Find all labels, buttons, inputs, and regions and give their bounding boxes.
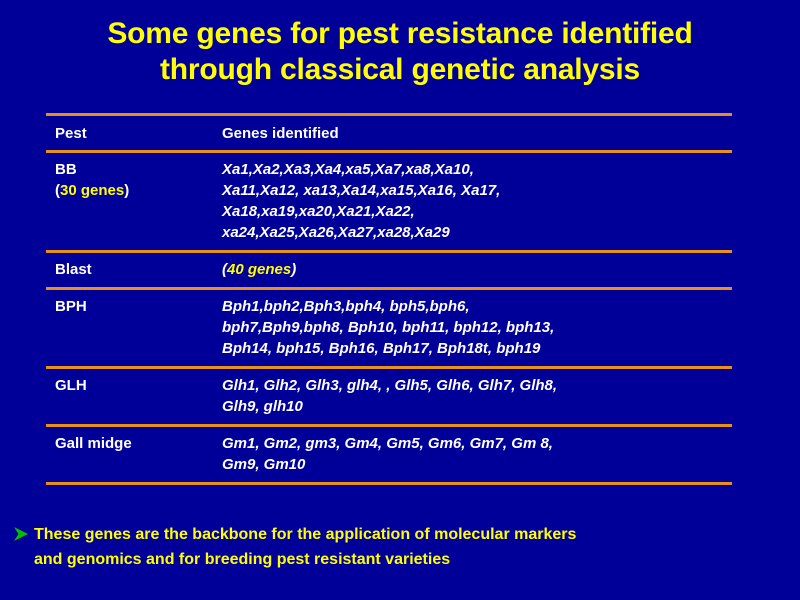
- table-row: BB (30 genes) Xa1,Xa2,Xa3,Xa4,xa5,Xa7,xa8…: [46, 153, 732, 250]
- pest-note-open-bb: (: [55, 182, 60, 199]
- table-rule-above-blast: [46, 250, 732, 253]
- table-header-row: Pest Genes identified: [46, 116, 732, 150]
- cell-genes-gall-midge: Gm1, Gm2, gm3, Gm4, Gm5, Gm6, Gm7, Gm 8,…: [222, 435, 553, 473]
- table-rule-bottom: [46, 482, 732, 485]
- cell-pest-glh: GLH: [55, 377, 87, 394]
- genes-note-blast: 40 genes: [227, 261, 292, 278]
- table-rule-above-gall-midge: [46, 424, 732, 427]
- footer-bullet-text: These genes are the backbone for the app…: [34, 526, 577, 568]
- table-row: Gall midge Gm1, Gm2, gm3, Gm4, Gm5, Gm6,…: [46, 427, 732, 482]
- pest-label-bb: BB: [55, 161, 77, 178]
- footer-bullet-block: These genes are the backbone for the app…: [10, 522, 790, 572]
- cell-pest-bb: BB (30 genes): [46, 159, 222, 201]
- page-title: Some genes for pest resistance identifie…: [107, 17, 693, 86]
- pest-note-close-bb: ): [124, 182, 130, 199]
- cell-genes-glh: Glh1, Glh2, Glh3, glh4, , Glh5, Glh6, Gl…: [222, 377, 558, 415]
- cell-pest-gall-midge: Gall midge: [55, 435, 132, 452]
- table-rule-above-glh: [46, 366, 732, 369]
- cell-genes-blast: (40 genes): [222, 259, 732, 280]
- cell-pest-bph: BPH: [55, 298, 87, 315]
- cell-genes-bph: Bph1,bph2,Bph3,bph4, bph5,bph6, bph7,Bph…: [222, 298, 555, 357]
- gene-table: Pest Genes identified BB (30 genes) Xa1,X…: [46, 113, 732, 485]
- pest-note-bb: 30 genes: [60, 182, 125, 199]
- table-row: GLH Glh1, Glh2, Glh3, glh4, , Glh5, Glh6…: [46, 369, 732, 424]
- table-row: Blast (40 genes): [46, 253, 732, 287]
- table-rule-above-bph: [46, 287, 732, 290]
- table-rule-under-header: [46, 150, 732, 153]
- column-header-genes: Genes identified: [222, 125, 339, 142]
- cell-pest-blast: Blast: [55, 261, 92, 278]
- column-header-pest: Pest: [55, 125, 87, 142]
- genes-note-close-blast: ): [291, 261, 297, 278]
- table-rule-top: [46, 113, 732, 116]
- table-row: BPH Bph1,bph2,Bph3,bph4, bph5,bph6, bph7…: [46, 290, 732, 366]
- cell-genes-bb: Xa1,Xa2,Xa3,Xa4,xa5,Xa7,xa8,Xa10, Xa11,X…: [222, 161, 501, 241]
- green-arrowhead-bullet-icon: [10, 523, 32, 545]
- genes-note-open-blast: (: [222, 261, 227, 278]
